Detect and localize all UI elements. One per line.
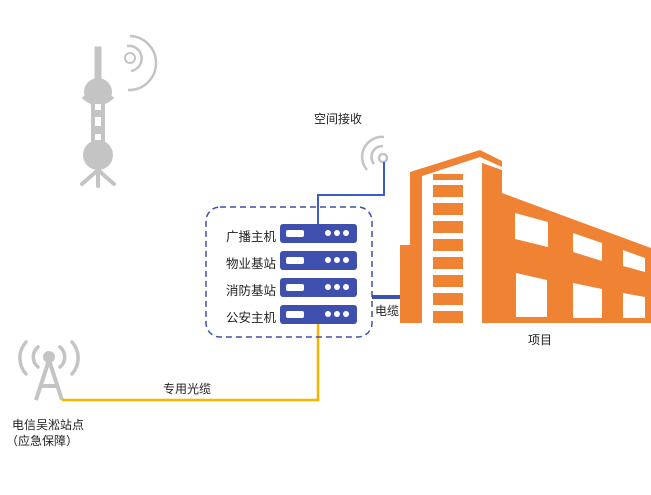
server-label: 物业基站 <box>225 256 276 271</box>
equipment-group-box <box>205 206 373 338</box>
station-label: 电信吴淞站点 <box>12 418 85 432</box>
building-icon <box>400 150 651 323</box>
receiver-link-line <box>317 162 385 225</box>
station-sublabel: （应急保障） <box>6 434 79 448</box>
fiber-label: 专用光缆 <box>163 382 212 396</box>
server-icon <box>280 278 357 297</box>
fiber-line <box>62 322 320 402</box>
server-label: 消防基站 <box>225 283 276 298</box>
server-icon <box>280 224 357 243</box>
server-icon <box>280 305 357 324</box>
cell-tower-icon <box>18 340 80 401</box>
cable-label: 电缆 <box>375 304 400 318</box>
tv-tower-icon <box>80 34 158 188</box>
server-icon <box>280 251 357 270</box>
space-receive-label: 空间接收 <box>314 112 363 126</box>
server-label: 广播主机 <box>225 229 276 244</box>
project-label: 项目 <box>528 333 553 347</box>
server-label: 公安主机 <box>225 310 276 325</box>
